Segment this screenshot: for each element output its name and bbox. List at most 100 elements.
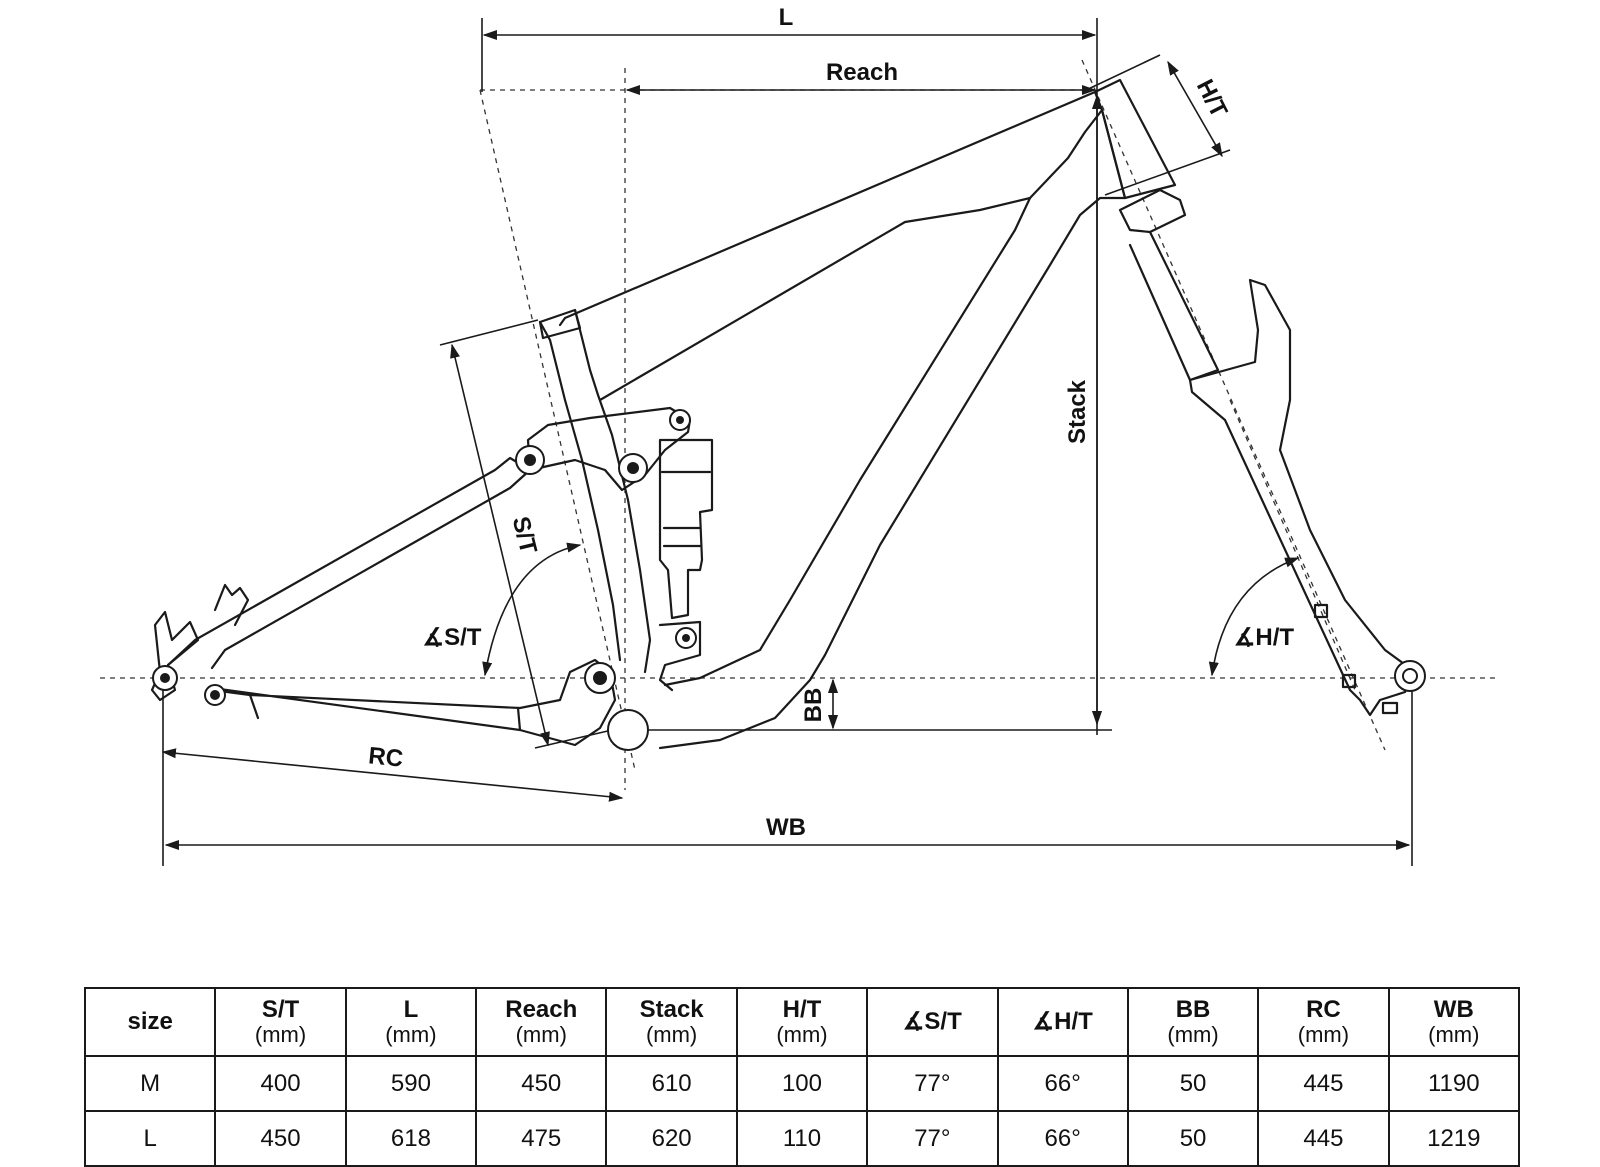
chain-stay-bridge [248,693,260,720]
header-unit: (mm) [1428,1022,1480,1047]
reach-label: Reach [826,59,898,86]
head-tube [1093,78,1177,200]
rc-dimension-arrow [161,748,624,802]
brake-mount [213,583,250,627]
ht-label: H/T [1191,75,1233,122]
table-cell: 610 [605,1055,738,1112]
st-label: S/T [507,514,542,557]
header-st-angle: ∡S/T [866,987,999,1057]
table-cell: 400 [214,1055,347,1112]
pivot-rocker-upper [515,445,545,475]
header-unit: (mm) [254,1022,307,1047]
header-unit: (mm) [1167,1022,1219,1047]
header-label: S/T [261,996,300,1023]
down-tube [658,108,1127,750]
st-extension-top [439,319,539,346]
table-cell: 1219 [1387,1110,1521,1167]
l-label: L [779,4,794,31]
fork-stanchion [1128,230,1220,382]
header-label: ∡H/T [1032,1008,1093,1035]
front-axle [1394,660,1426,692]
header-label: L [403,996,419,1023]
ht-extension-top [1081,54,1161,93]
table-header-row: size S/T(mm) L(mm) Reach(mm) Stack(mm) H… [83,987,1521,1057]
ht-dimension-arrow [1167,60,1223,158]
table-cell: 450 [214,1110,347,1167]
header-unit: (mm) [515,1022,567,1047]
header-size: size [83,987,217,1057]
header-label: Reach [505,996,578,1023]
rc-label: RC [367,742,404,772]
fork-mount-1 [1313,603,1329,619]
chain-stay [210,658,617,747]
header-label: ∡S/T [902,1008,962,1035]
table-cell: 77° [866,1055,999,1112]
pivot-main [584,662,616,694]
header-unit: (mm) [1297,1022,1350,1047]
header-bb: BB(mm) [1126,987,1260,1057]
stack-label: Stack [1064,379,1091,444]
seat-tube [538,308,652,674]
table-cell: 1190 [1387,1055,1521,1112]
pivot-rocker-mid [618,453,648,483]
table-cell: 100 [735,1055,869,1112]
bb-label: BB [800,688,827,723]
table-cell: 77° [866,1110,999,1167]
fork-lower-leg [1188,278,1417,717]
table-cell: 618 [344,1110,478,1167]
frame-geometry-diagram: L Reach Stack H/T S/T ∡S/T ∡H/T BB RC WB [100,4,1500,866]
table-cell: 110 [735,1110,869,1167]
header-unit: (mm) [385,1022,437,1047]
header-unit: (mm) [645,1022,698,1047]
table-cell: 620 [605,1110,738,1167]
table-row: L 450 618 475 620 110 77° 66° 50 445 121… [83,1110,1521,1167]
table-cell: L [83,1110,217,1167]
table-row: M 400 590 450 610 100 77° 66° 50 445 119… [83,1055,1521,1112]
seat-collar [538,308,582,340]
header-stack: Stack(mm) [605,987,738,1057]
bottom-bracket-shell [607,709,649,751]
table-cell: 590 [344,1055,478,1112]
seat-tube-axis-line [479,89,636,771]
header-label: size [127,1008,173,1035]
table-cell: 50 [1126,1055,1260,1112]
table-cell: M [83,1055,217,1112]
shock-mount [658,620,702,692]
down-tube-inner [663,196,1032,687]
chain-stay-yoke [516,706,522,732]
rocker-link [526,406,692,492]
geometry-table: size S/T(mm) L(mm) Reach(mm) Stack(mm) H… [83,987,1521,1167]
header-rc: RC(mm) [1257,987,1390,1057]
fork-mount-3 [1381,701,1399,715]
header-reach: Reach(mm) [475,987,608,1057]
fork-crown [1118,188,1187,234]
table-cell: 475 [475,1110,608,1167]
wb-label: WB [766,814,806,841]
pivot-shock-lower [675,627,697,649]
ht-angle-arc [1208,557,1300,677]
fork-mount-2 [1341,673,1357,689]
pivot-chainstay-rear [204,684,226,706]
header-label: Stack [639,996,704,1023]
fork-leg-centerline [1229,399,1356,691]
pivot-rocker-front [669,409,691,431]
header-ht-angle: ∡H/T [996,987,1129,1057]
st-angle-label: ∡S/T [423,624,482,651]
st-angle-arc [482,542,582,677]
header-label: WB [1433,996,1474,1023]
header-label: RC [1306,996,1341,1023]
header-l: L(mm) [344,987,478,1057]
table-cell: 50 [1126,1110,1260,1167]
table-cell: 66° [996,1110,1129,1167]
rear-shock [658,438,714,620]
ht-angle-label: ∡H/T [1234,624,1295,651]
table-cell: 445 [1257,1055,1390,1112]
header-ht: H/T(mm) [735,987,869,1057]
table-cell: 66° [996,1055,1129,1112]
header-unit: (mm) [776,1022,828,1047]
header-label: H/T [782,996,822,1023]
table-cell: 450 [475,1055,608,1112]
header-label: BB [1175,996,1211,1023]
table-cell: 445 [1257,1110,1390,1167]
header-st: S/T(mm) [214,987,347,1057]
